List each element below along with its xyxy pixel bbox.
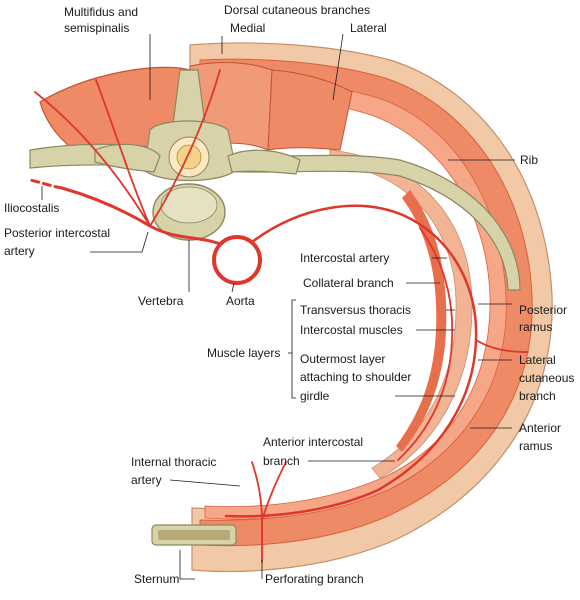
- perforating-vessel: [251, 461, 287, 563]
- label-posterior-ramus-2: ramus: [519, 320, 552, 334]
- label-outermost-layer-2: attaching to shoulder: [300, 370, 411, 384]
- label-outermost-layer-3: girdle: [300, 389, 330, 403]
- vertebral-body-top: [160, 186, 218, 224]
- spinal-cord: [176, 144, 202, 170]
- rib-band: [329, 149, 473, 479]
- label-aorta: Aorta: [226, 294, 255, 308]
- label-lateral-cutaneous-3: branch: [519, 389, 556, 403]
- label-collateral-branch: Collateral branch: [303, 276, 394, 290]
- leader-lines: [41, 33, 515, 580]
- body-wall: [189, 42, 553, 573]
- label-muscle-layers: Muscle layers: [207, 346, 280, 360]
- label-internal-thoracic-1: Internal thoracic: [131, 455, 216, 469]
- label-sternum: Sternum: [134, 572, 179, 586]
- label-dorsal-cutaneous: Dorsal cutaneous branches: [224, 3, 370, 17]
- label-lateral: Lateral: [350, 21, 387, 35]
- inner-muscle-band: [204, 77, 507, 520]
- label-lateral-cutaneous-2: cutaneous: [519, 371, 574, 385]
- label-intercostal-artery: Intercostal artery: [300, 251, 389, 265]
- label-lateral-cutaneous-1: Lateral: [519, 353, 556, 367]
- lateral-back-muscle: [267, 69, 353, 151]
- sternum-marrow: [158, 530, 230, 540]
- label-iliocostalis: Iliocostalis: [4, 201, 59, 215]
- label-medial: Medial: [230, 21, 265, 35]
- label-anterior-ramus-2: ramus: [519, 439, 552, 453]
- label-anterior-intercostal-1: Anterior intercostal: [263, 435, 363, 449]
- label-rib: Rib: [520, 153, 538, 167]
- label-transversus-thoracis: Transversus thoracis: [300, 303, 411, 317]
- labels: Multifidus and semispinalis Dorsal cutan…: [4, 3, 574, 586]
- label-vertebra: Vertebra: [138, 294, 184, 308]
- label-semispinalis: semispinalis: [64, 21, 129, 35]
- posterior-intercostal-dashed: [28, 178, 64, 190]
- sternum-bone: [151, 524, 237, 546]
- dorsal-branch-vessel: [34, 69, 221, 227]
- label-posterior-ramus-1: Posterior: [519, 303, 567, 317]
- label-anterior-intercostal-2: branch: [263, 454, 300, 468]
- label-posterior-intercostal: Posterior intercostal: [4, 226, 110, 240]
- label-outermost-layer-1: Outermost layer: [300, 352, 385, 366]
- label-anterior-ramus-1: Anterior: [519, 421, 561, 435]
- label-perforating-branch: Perforating branch: [265, 572, 364, 586]
- label-internal-thoracic-2: artery: [131, 473, 162, 487]
- arteries: [28, 69, 529, 563]
- transversus-band: [396, 190, 447, 452]
- collateral-branch-vessel: [397, 227, 454, 461]
- aorta-vessel: [212, 235, 262, 285]
- label-posterior-intercostal-artery: artery: [4, 244, 35, 258]
- vertebra-bone: [94, 69, 301, 241]
- label-multifidus: Multifidus and: [64, 5, 138, 19]
- label-intercostal-muscles: Intercostal muscles: [300, 323, 403, 337]
- lateral-cutaneous-vessel: [475, 339, 529, 353]
